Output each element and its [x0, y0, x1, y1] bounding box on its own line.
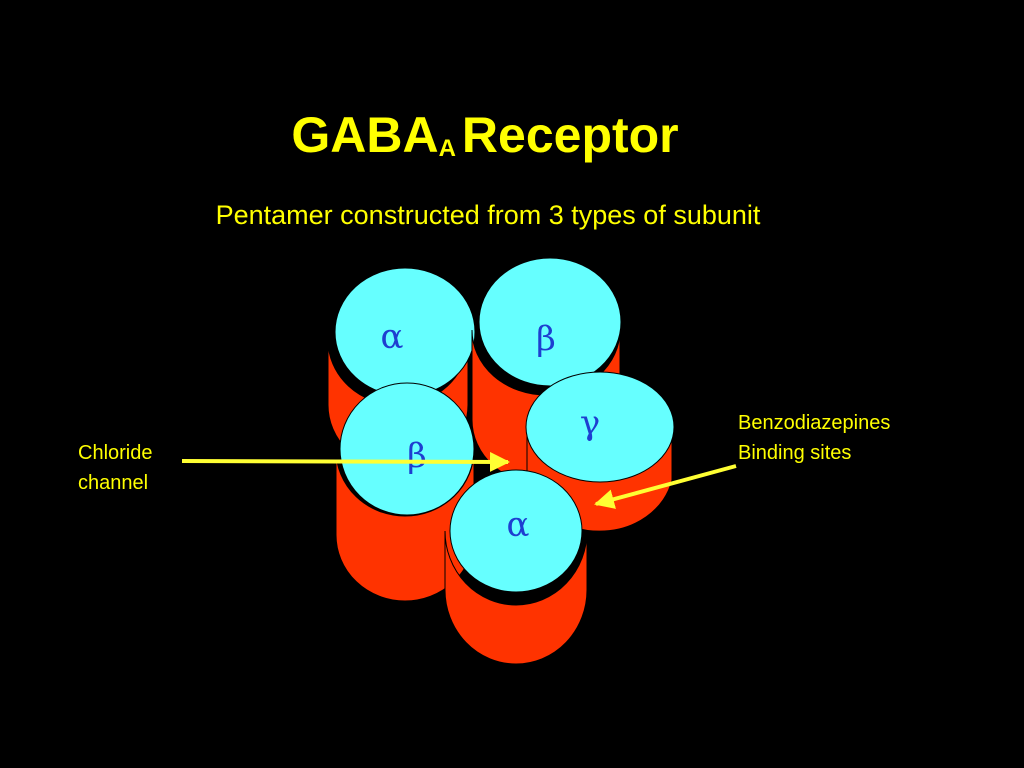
- chloride-channel-label: Chloride channel: [78, 438, 152, 498]
- cylinder-top: [339, 382, 475, 516]
- title-main: GABA: [291, 107, 439, 163]
- chloride-channel-arrow: [181, 451, 510, 472]
- subunit-symbol: γ: [580, 403, 600, 443]
- benzo-label-line1: Benzodiazepines: [738, 412, 891, 434]
- subunit-symbol: β: [407, 436, 427, 476]
- benzodiazepine-label: Benzodiazepines Binding sites: [738, 408, 890, 468]
- cylinder-top: [449, 469, 583, 593]
- cylinder-side: [444, 530, 588, 665]
- chloride-label-line2: channel: [78, 472, 149, 494]
- benzodiazepine-arrow: [594, 464, 737, 509]
- subunit-symbol: β: [536, 319, 556, 359]
- subunit-beta-left: β: [335, 382, 475, 602]
- subunit-symbol: α: [381, 317, 404, 357]
- title-subscript: A: [438, 135, 456, 162]
- benzo-label-line2: Binding sites: [738, 442, 852, 464]
- subunit-alpha-front: α: [444, 469, 588, 665]
- title-suffix: Receptor: [461, 107, 679, 163]
- subunit-symbol: α: [507, 505, 530, 545]
- chloride-label-line1: Chloride: [78, 442, 153, 464]
- cylinder-top: [525, 371, 675, 483]
- slide-subtitle: Pentamer constructed from 3 types of sub…: [215, 200, 761, 230]
- cylinder-top: [334, 267, 476, 397]
